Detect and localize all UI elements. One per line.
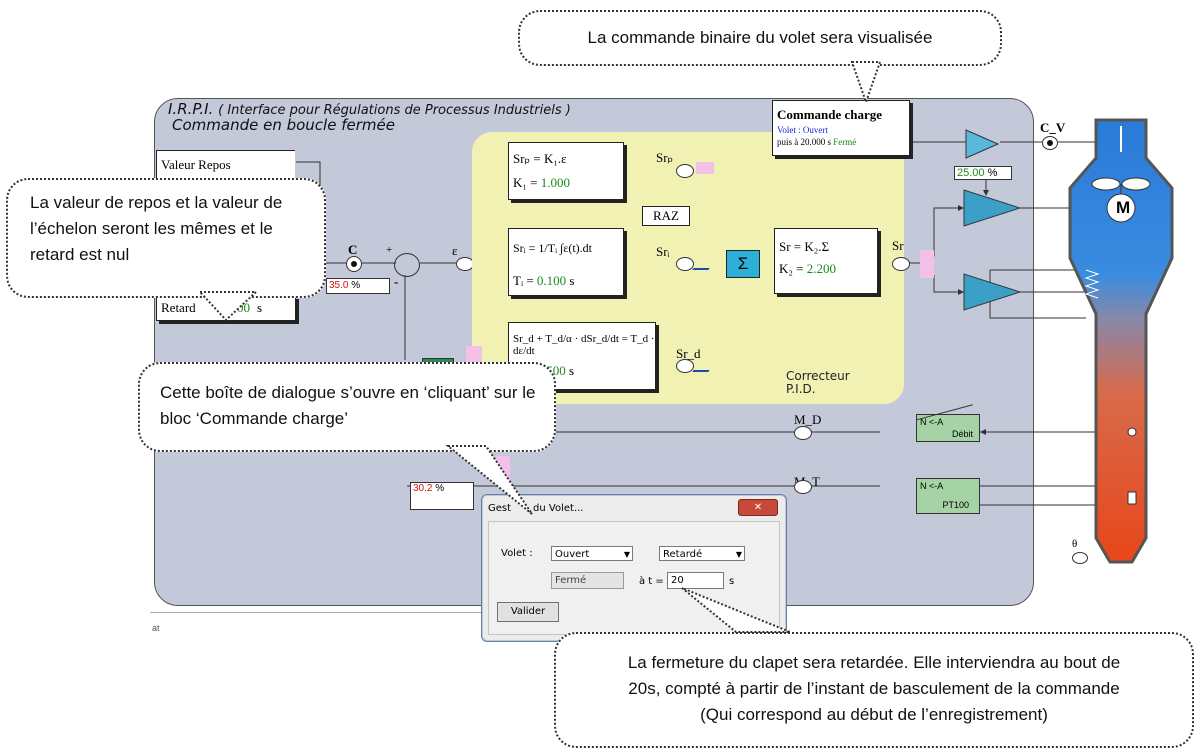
md-node	[794, 426, 812, 440]
debit-label: Débit	[951, 429, 973, 439]
ti-label: Tᵢ =	[513, 273, 534, 288]
srd-label: Sr_d	[676, 346, 701, 361]
p-formula: Srₚ = K₁.ε	[513, 151, 567, 166]
at-label: à t =	[639, 576, 664, 587]
sri-node	[676, 257, 694, 271]
k1-label: K₁ =	[513, 175, 538, 190]
md-label: M_D	[794, 412, 822, 427]
app-title: I.R.P.I. ( Interface pour Régulations de…	[168, 100, 571, 118]
sr-node	[892, 257, 910, 271]
callout-middle-tail	[446, 445, 533, 515]
callout-left-tail	[197, 291, 259, 322]
sr-switch[interactable]	[920, 250, 934, 278]
repos-label: Valeur Repos	[161, 157, 231, 172]
theta-label: θ	[1072, 538, 1078, 550]
callout-bottom: La fermeture du clapet sera retardée. El…	[554, 632, 1194, 748]
plus-sign: +	[386, 244, 393, 256]
pt100-label: PT100	[942, 500, 969, 510]
td-unit: s	[569, 363, 575, 378]
callout-left: La valeur de repos et la valeur de l’éch…	[6, 178, 326, 298]
consigne-percent-field[interactable]: 35.0 %	[326, 278, 390, 294]
minus-sign: -	[394, 274, 399, 289]
raz-button[interactable]: RAZ	[642, 206, 690, 226]
state-readonly-field: Fermé	[551, 572, 624, 589]
status-bar: at	[150, 612, 482, 641]
valider-button[interactable]: Valider	[497, 602, 559, 622]
theta-probe[interactable]	[1072, 552, 1088, 564]
k2-label: K₂ =	[779, 261, 804, 276]
callout-bottom-tail	[681, 587, 791, 633]
dialog-body: Volet : Ouvert▼ Retardé▼ Fermé à t = 20 …	[488, 521, 780, 635]
pt100-converter[interactable]: N <-A PT100	[916, 478, 980, 514]
gain-percent-field[interactable]: 25.00 %	[954, 166, 1012, 180]
repos-box[interactable]: Valeur Repos	[156, 150, 295, 179]
srp-node	[676, 164, 694, 178]
epsilon-label: ε	[452, 243, 458, 258]
app-subtitle: Commande en boucle fermée	[172, 116, 395, 134]
close-icon[interactable]: ✕	[738, 499, 778, 516]
srp-label: Srₚ	[656, 150, 674, 165]
ti-unit: s	[569, 273, 575, 288]
commande-charge-title: Commande charge	[777, 107, 883, 122]
callout-top-tail	[850, 61, 882, 104]
gain-k2-block[interactable]: Sr = K₂.Σ K₂ = 2.200	[774, 228, 878, 294]
cv-amplifier-icon	[965, 129, 1000, 159]
amplifiers	[963, 129, 1022, 311]
volet-select[interactable]: Ouvert▼	[551, 546, 633, 561]
consigne-probe[interactable]	[346, 256, 362, 272]
sr-formula: Sr = K₂.Σ	[779, 239, 830, 254]
process-tower	[1068, 118, 1174, 564]
commande-charge-volet: Ouvert	[802, 125, 828, 135]
motor-label: M	[1116, 198, 1131, 217]
heater-amplifier-icon	[963, 273, 1022, 311]
retard-unit: s	[257, 300, 263, 315]
srp-switch[interactable]	[696, 162, 714, 174]
dialog-volet-label: Volet :	[501, 548, 533, 559]
i-formula: Srᵢ = 1/Tᵢ ∫ε(t).dt	[513, 241, 593, 255]
sum-block[interactable]: Σ	[726, 250, 760, 278]
motor-amplifier-icon	[963, 189, 1022, 227]
debit-converter[interactable]: N <-A Débit	[916, 404, 980, 442]
callout-top: La commande binaire du volet sera visual…	[518, 10, 1002, 66]
at-time-input[interactable]: 20	[667, 572, 724, 589]
derivative-input-switch[interactable]	[466, 346, 482, 366]
cv-label: C_V	[1040, 120, 1066, 135]
sr-label: Sr	[892, 238, 904, 253]
commande-charge-time: 20.000	[800, 137, 826, 147]
d-formula: Sr_d + T_d/α · dSr_d/dt = T_d · dε/dt	[513, 333, 655, 357]
callout-middle: Cette boîte de dialogue s’ouvre en ‘cliq…	[138, 362, 556, 452]
commande-charge-state: Fermé	[833, 137, 857, 147]
mode-select[interactable]: Retardé▼	[659, 546, 745, 561]
chevron-down-icon: ▼	[735, 550, 742, 559]
mt-node	[794, 480, 812, 494]
sri-label: Srᵢ	[656, 244, 670, 259]
summing-junction	[394, 253, 420, 277]
commande-charge-block[interactable]: Commande charge Volet : Ouvert puis à 20…	[772, 100, 910, 156]
consigne-label: C	[348, 242, 358, 257]
integral-block[interactable]: Srᵢ = 1/Tᵢ ∫ε(t).dt Tᵢ = 0.100 s	[508, 228, 624, 296]
at-unit: s	[729, 576, 735, 587]
proportional-block[interactable]: Srₚ = K₁.ε K₁ = 1.000	[508, 142, 624, 200]
k1-value: 1.000	[540, 175, 571, 190]
ti-value: 0.100	[536, 273, 567, 288]
srd-node	[676, 359, 694, 373]
cv-probe[interactable]	[1042, 136, 1058, 150]
retard-label: Retard	[161, 300, 196, 315]
mt-percent-field[interactable]: 30.2 %	[410, 482, 474, 510]
chevron-down-icon: ▼	[623, 550, 630, 559]
k2-value: 2.200	[806, 261, 837, 276]
